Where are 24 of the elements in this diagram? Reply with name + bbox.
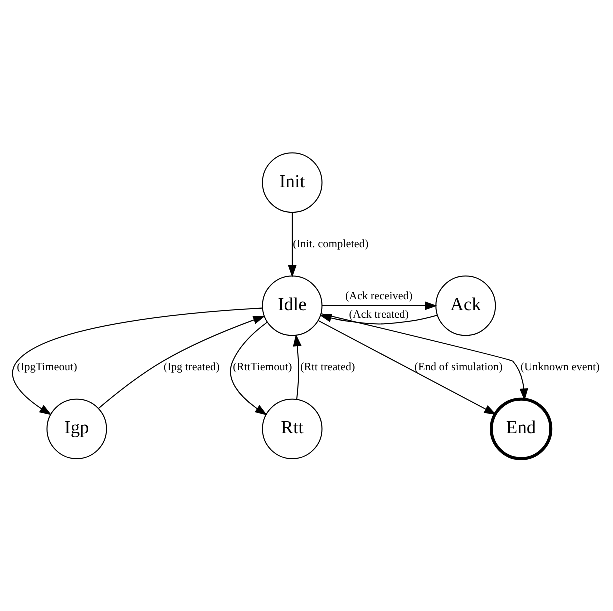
arrow (230, 321, 268, 416)
edge-label: (End of simulation) (414, 360, 503, 373)
arrow (322, 301, 438, 310)
edge-label: (Ack treated) (349, 308, 410, 321)
node-circle: End (490, 397, 553, 460)
node-circle: Igp (46, 398, 108, 459)
arrow (293, 334, 302, 400)
edge-label: (Ipg treated) (164, 360, 220, 373)
edge-label: (Rtt treated) (300, 360, 356, 373)
node-circle: Ack (436, 275, 496, 336)
node-circle: Rtt (262, 398, 323, 459)
node-circle: Init (262, 152, 323, 213)
edge-label: (Ack received) (346, 290, 413, 302)
arrow (288, 212, 297, 278)
arrow (318, 320, 497, 415)
edge-label: (Init. completed) (293, 238, 369, 250)
arrow (319, 314, 438, 324)
arrow (12, 307, 263, 415)
edge-label: (Unknown event) (520, 360, 600, 373)
edge-label: (IpgTimeout) (17, 360, 78, 373)
edge-label: (RttTiemout) (233, 360, 292, 373)
node-circle: Idle (262, 275, 323, 336)
arrow (98, 315, 266, 408)
arrow (321, 312, 528, 401)
